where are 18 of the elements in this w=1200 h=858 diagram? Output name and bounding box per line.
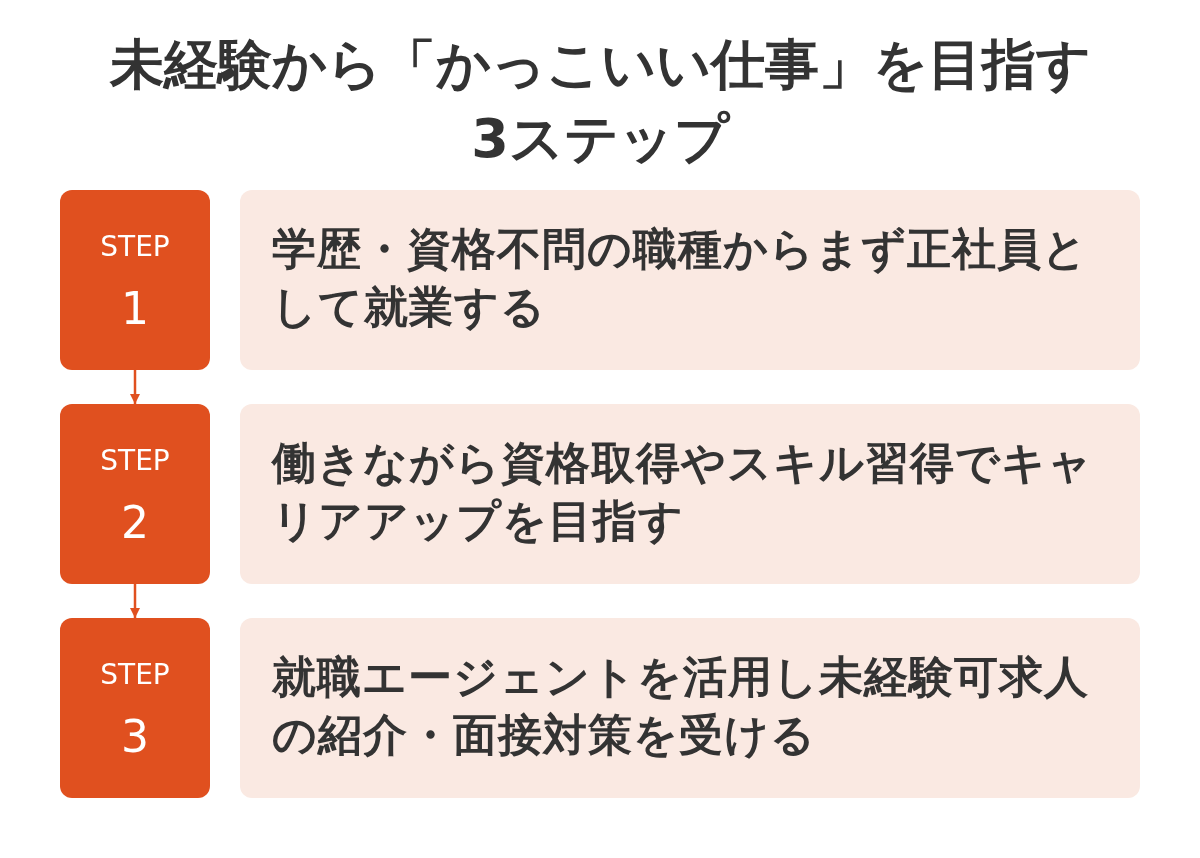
step-description: 働きながら資格取得やスキル習得でキャリアアップを目指す xyxy=(272,436,1094,548)
step-badge xyxy=(60,404,210,584)
arrow xyxy=(130,370,140,404)
step-description-card xyxy=(240,404,1140,584)
step-label: STEP xyxy=(99,230,171,264)
step-badge xyxy=(60,190,210,370)
step-number: 2 xyxy=(120,498,150,548)
arrow xyxy=(130,584,140,618)
step-label: STEP xyxy=(99,658,171,692)
step-description: 学歴・資格不問の職種からまず正社員として就業する xyxy=(272,222,1089,334)
step-number: 3 xyxy=(120,712,150,762)
step-label: STEP xyxy=(99,444,171,478)
step-number: 1 xyxy=(120,284,150,334)
step-description-card xyxy=(240,190,1140,370)
step-description-card xyxy=(240,618,1140,798)
step-badge xyxy=(60,618,210,798)
title: 未経験から「かっこいい仕事」を目指す3ステップ xyxy=(108,32,1092,172)
step-description: 就職エージェントを活用し未経験可求人の紹介・面接対策を受ける xyxy=(272,650,1090,762)
